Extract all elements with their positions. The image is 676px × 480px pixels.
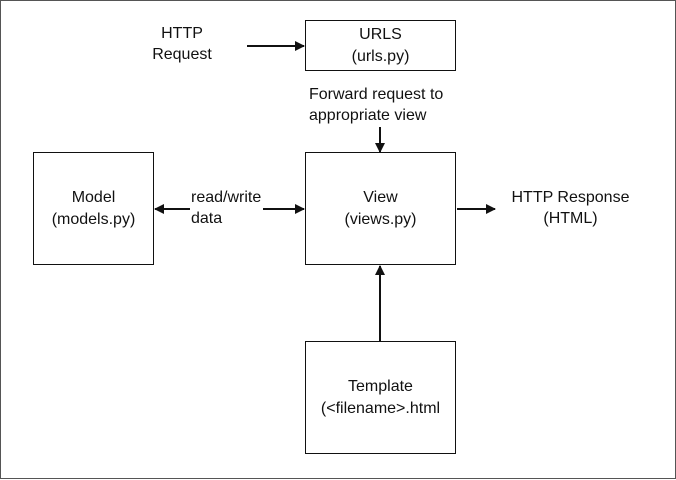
read-write-line2: data	[191, 210, 223, 227]
template-node-file: (<filename>.html	[320, 399, 441, 417]
http-request-label: HTTP Request	[141, 23, 223, 65]
read-write-line1: read/write	[191, 189, 262, 206]
urls-node-title: URLS	[359, 25, 402, 43]
view-node-title: View	[363, 188, 398, 206]
forward-request-label: Forward request to appropriate view	[309, 84, 443, 126]
urls-node: URLS (urls.py)	[305, 20, 456, 71]
http-response-line2: (HTML)	[543, 210, 598, 227]
model-node-title: Model	[71, 188, 116, 206]
read-write-label: read/write data	[191, 187, 261, 229]
view-node: View (views.py)	[305, 152, 456, 265]
http-response-line1: HTTP Response	[511, 189, 630, 206]
view-node-file: (views.py)	[344, 210, 417, 228]
template-node: Template (<filename>.html	[305, 341, 456, 454]
http-request-line2: Request	[152, 46, 212, 63]
urls-node-file: (urls.py)	[351, 47, 410, 65]
model-node: Model (models.py)	[33, 152, 154, 265]
forward-request-line1: Forward request to	[309, 86, 444, 103]
forward-request-line2: appropriate view	[309, 107, 427, 124]
http-request-line1: HTTP	[161, 25, 203, 42]
template-node-title: Template	[348, 377, 413, 395]
http-response-label: HTTP Response (HTML)	[498, 187, 643, 229]
model-node-file: (models.py)	[51, 210, 136, 228]
